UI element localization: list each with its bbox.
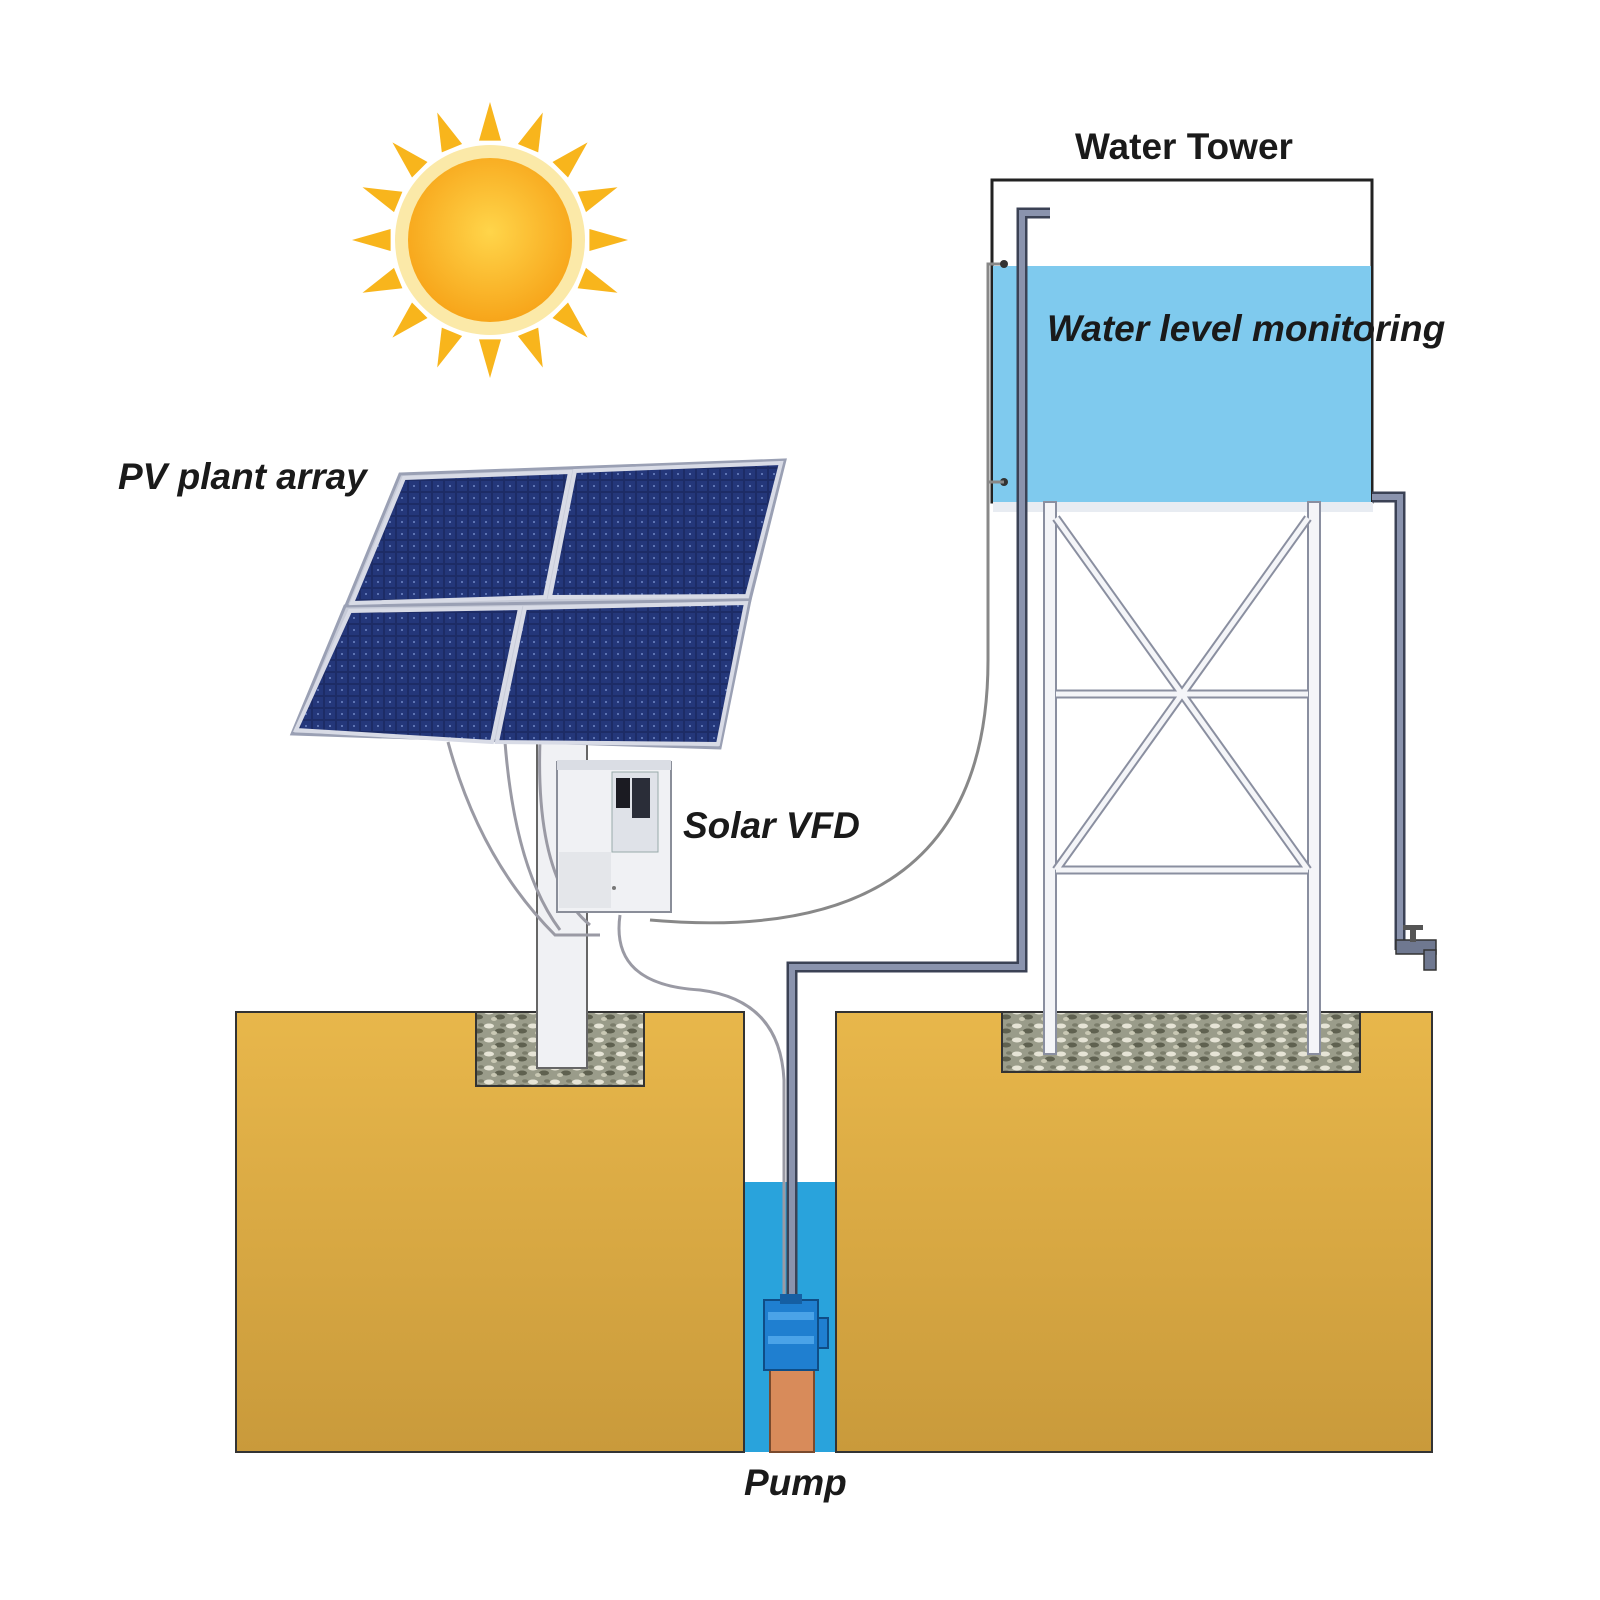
- solar-panel-array: [289, 458, 787, 750]
- sun-ray: [362, 187, 403, 213]
- level-sensor-cable: [649, 260, 1008, 925]
- ground-left: [235, 1011, 745, 1453]
- sun-ray: [552, 142, 588, 178]
- solar-vfd-unit: [556, 760, 672, 913]
- sun-ray: [352, 229, 391, 251]
- water-tower: [990, 178, 1374, 1055]
- pump-icon: [763, 1294, 829, 1453]
- sun-ray: [437, 327, 463, 368]
- sun-ray: [437, 112, 463, 153]
- sun-ray: [479, 339, 501, 378]
- water-level-label: Water level monitoring: [1047, 308, 1446, 349]
- sun-ray: [589, 229, 628, 251]
- sun-ray: [517, 112, 543, 153]
- pump-label: Pump: [744, 1462, 847, 1503]
- water-tower-label: Water Tower: [1075, 126, 1293, 167]
- sun-ray: [517, 327, 543, 368]
- pv-array-label: PV plant array: [118, 456, 367, 497]
- solar-panel-4: [494, 600, 749, 747]
- sun-ray: [392, 142, 428, 178]
- tap-icon: [1395, 925, 1437, 971]
- pump-cable: [617, 914, 786, 1300]
- solar-panel-1: [348, 469, 573, 606]
- sun-icon: [352, 102, 628, 378]
- solar-panel-2: [547, 460, 784, 600]
- sun-ray: [392, 302, 428, 338]
- solar-panel-3: [292, 605, 523, 745]
- sun-ray: [362, 267, 403, 293]
- supply-pipe: [786, 207, 1050, 1300]
- outlet-pipe: [1372, 491, 1406, 950]
- ground-right: [835, 1011, 1433, 1453]
- sun-ray: [577, 187, 618, 213]
- solar-vfd-label: Solar VFD: [683, 805, 860, 846]
- sun-ray: [552, 302, 588, 338]
- sun-ray: [479, 102, 501, 141]
- sun-ray: [577, 267, 618, 293]
